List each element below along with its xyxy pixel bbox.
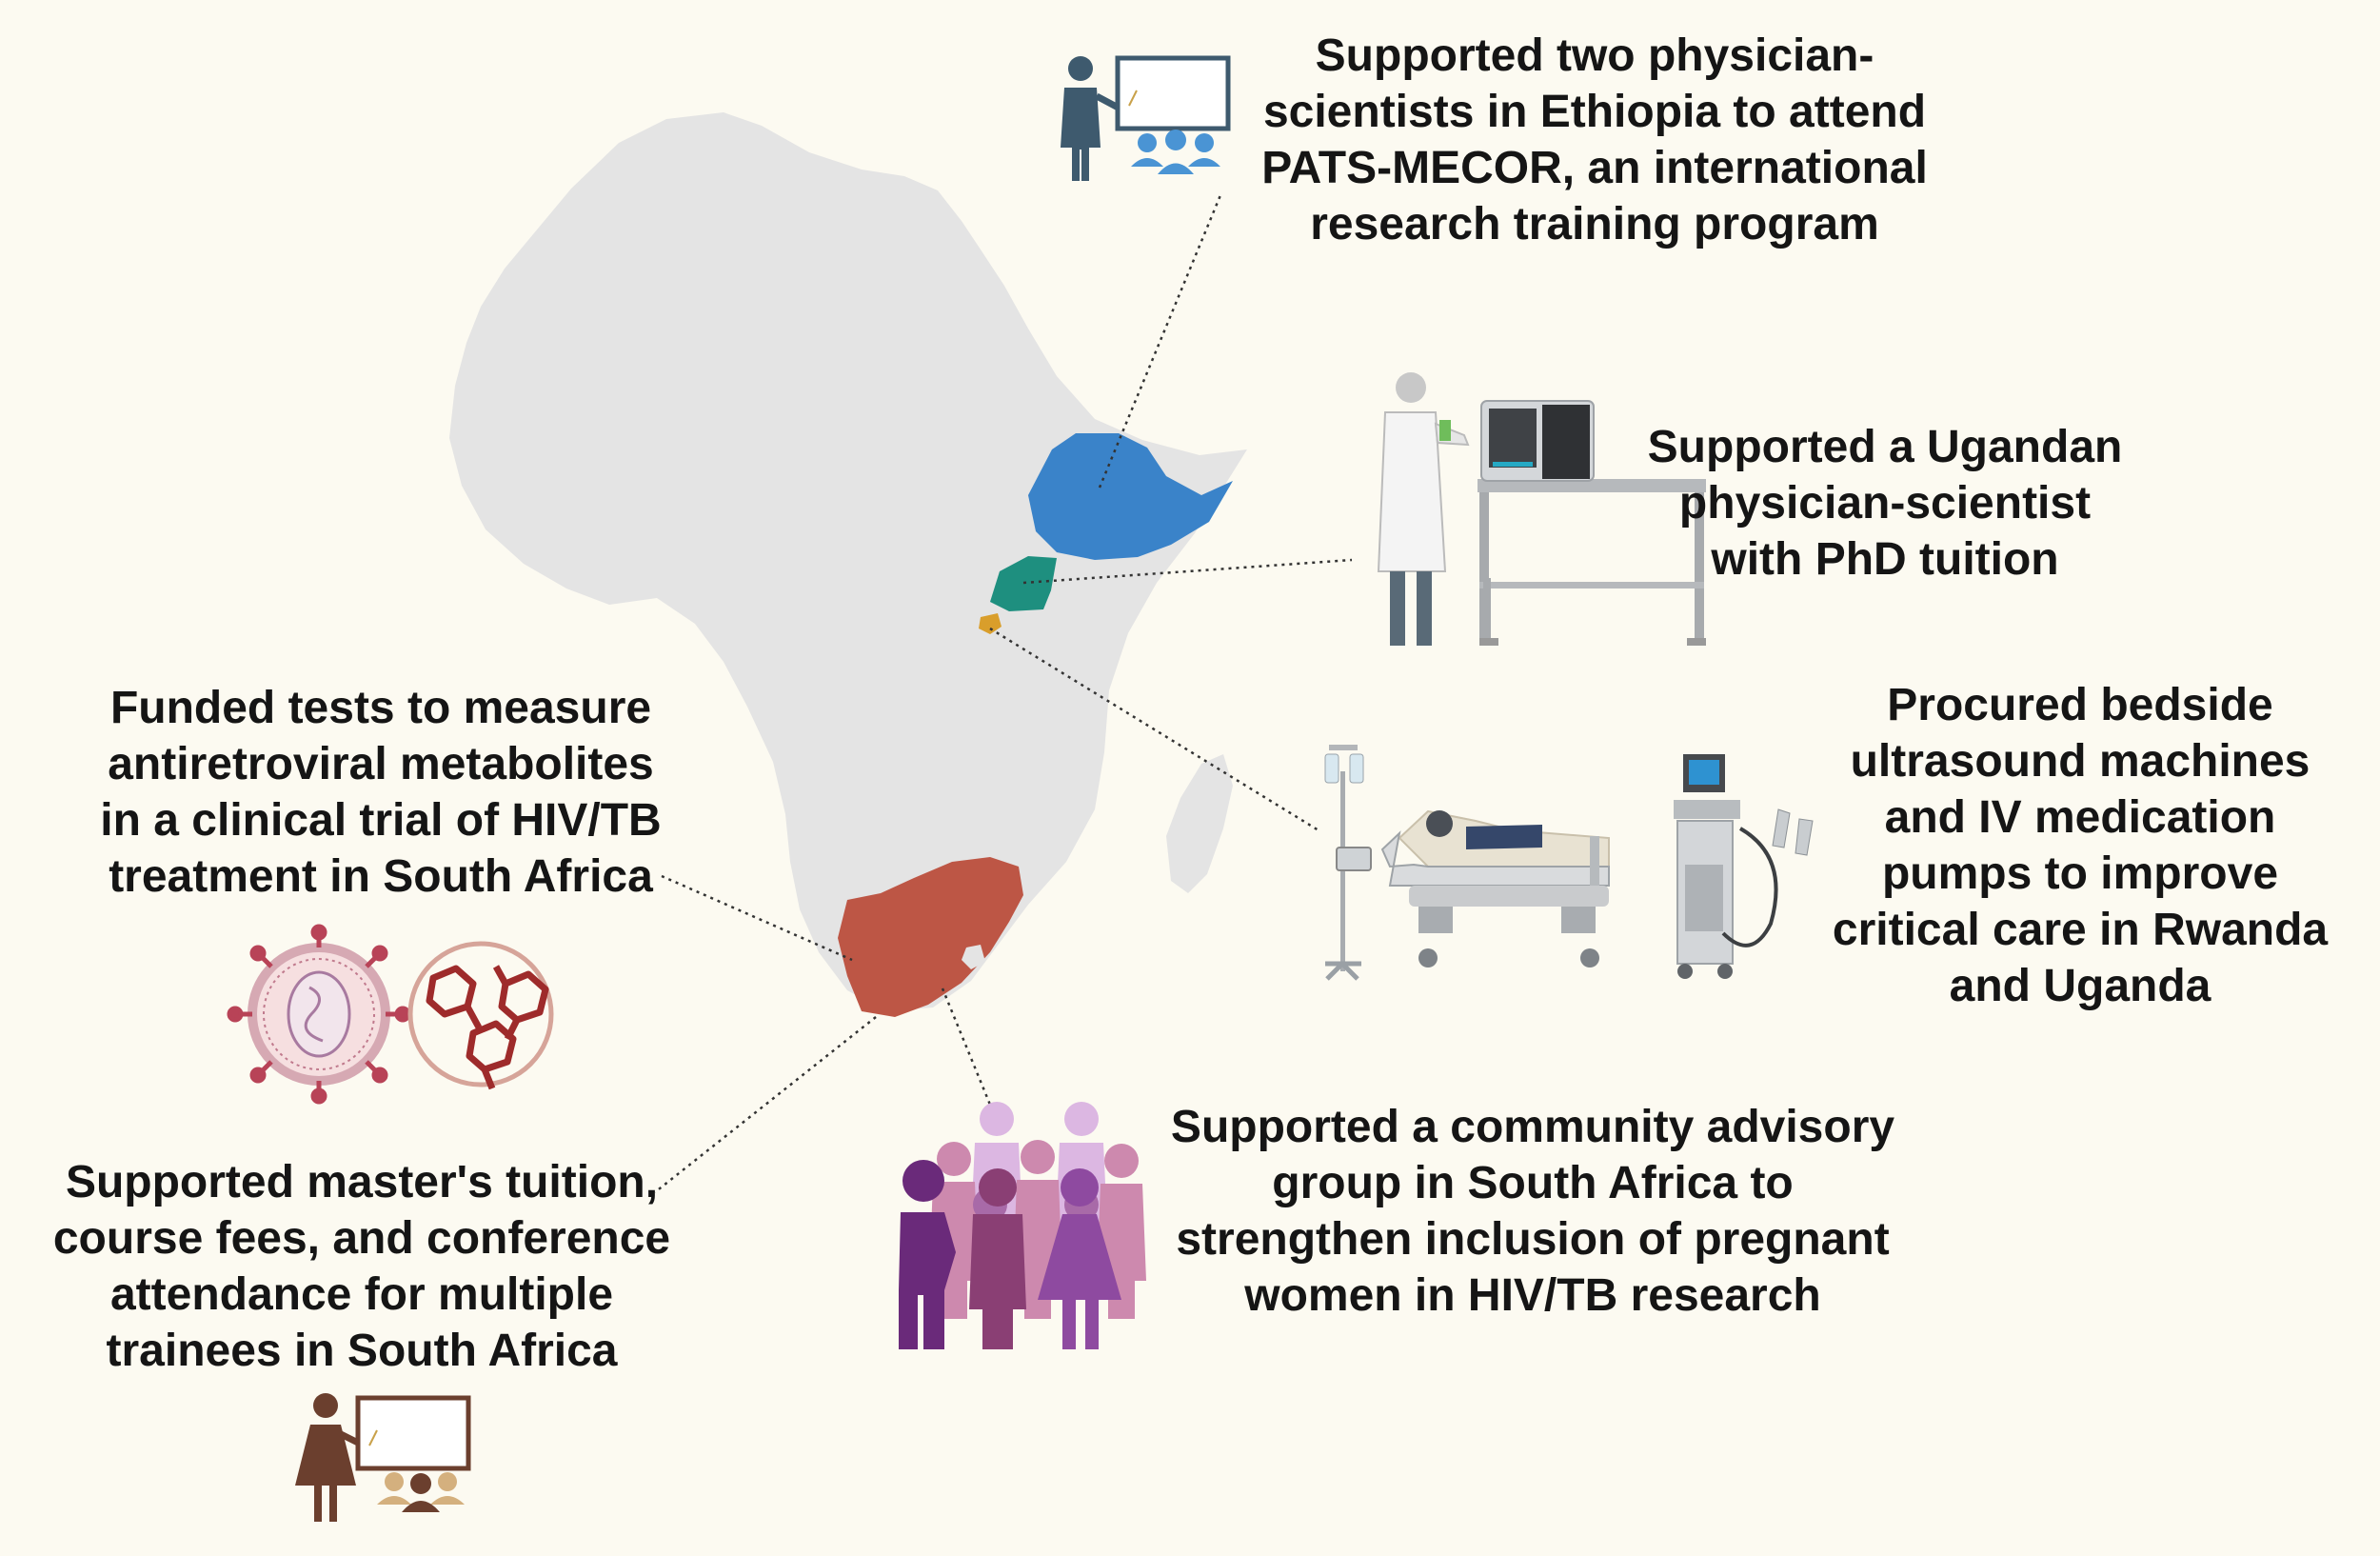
callout-ethiopia-line: Supported two physician- bbox=[1315, 30, 1874, 81]
callout-metabolites-line: Funded tests to measure bbox=[109, 683, 652, 733]
callout-community-line: Supported a community advisory bbox=[1170, 1102, 1895, 1152]
uganda-region bbox=[990, 556, 1057, 611]
rwanda-region bbox=[979, 613, 1002, 634]
callout-metabolites: Funded tests to measure antiretroviral m… bbox=[48, 680, 714, 905]
ethiopia-region bbox=[1028, 433, 1233, 560]
callout-uganda-phd-line: with PhD tuition bbox=[1711, 534, 2059, 585]
teacher-presentation-icon bbox=[1061, 55, 1231, 181]
callout-uganda-phd-line: physician-scientist bbox=[1678, 478, 2092, 529]
lab-scientist-icon bbox=[1377, 372, 1706, 646]
south-africa-region bbox=[838, 857, 1023, 1017]
callout-community: Supported a community advisory group in … bbox=[1152, 1099, 1914, 1324]
callout-uganda-phd-line: Supported a Ugandan bbox=[1647, 422, 2123, 472]
callout-critical-care: Procured bedside ultrasound machines and… bbox=[1814, 677, 2347, 1014]
callout-critical-care-line: critical care in Rwanda bbox=[1832, 905, 2329, 955]
callout-metabolites-line: antiretroviral metabolites bbox=[108, 739, 654, 789]
hospital-bed-ultrasound-icon bbox=[1324, 745, 1814, 981]
madagascar bbox=[1166, 754, 1233, 893]
connector-lines bbox=[654, 194, 1353, 1193]
callout-ethiopia-line: PATS-MECOR, an international bbox=[1261, 143, 1928, 193]
callout-masters-line: attendance for multiple bbox=[109, 1269, 614, 1320]
connector-masters bbox=[654, 1016, 877, 1193]
callout-masters-line: trainees in South Africa bbox=[106, 1326, 618, 1376]
virus-molecule-icon bbox=[227, 924, 554, 1105]
connector-rwanda bbox=[989, 627, 1319, 832]
africa-continent bbox=[449, 112, 1247, 1011]
callout-metabolites-line: treatment in South Africa bbox=[109, 851, 653, 902]
callout-community-line: women in HIV/TB research bbox=[1244, 1270, 1821, 1321]
callout-masters: Supported master's tuition, course fees,… bbox=[29, 1154, 695, 1379]
teacher-presentation-icon bbox=[295, 1393, 471, 1522]
callout-metabolites-line: in a clinical trial of HIV/TB bbox=[100, 795, 662, 846]
community-group-icon bbox=[899, 1102, 1146, 1349]
connector-ethiopia bbox=[1098, 194, 1222, 489]
callout-critical-care-line: pumps to improve bbox=[1881, 848, 2279, 899]
callout-community-line: strengthen inclusion of pregnant bbox=[1176, 1214, 1890, 1265]
callout-critical-care-line: and Uganda bbox=[1949, 961, 2211, 1011]
africa-map bbox=[449, 112, 1247, 1017]
callout-ethiopia: Supported two physician- scientists in E… bbox=[1242, 28, 1947, 252]
callout-ethiopia-line: scientists in Ethiopia to attend bbox=[1262, 87, 1927, 137]
callout-critical-care-line: and IV medication bbox=[1884, 792, 2276, 843]
lesotho-gap bbox=[962, 945, 985, 969]
callout-ethiopia-line: research training program bbox=[1310, 199, 1879, 249]
callout-masters-line: Supported master's tuition, bbox=[65, 1157, 659, 1207]
connector-community bbox=[941, 987, 992, 1106]
callout-masters-line: course fees, and conference bbox=[52, 1213, 671, 1264]
callout-critical-care-line: Procured bedside bbox=[1887, 680, 2273, 730]
callout-critical-care-line: ultrasound machines bbox=[1850, 736, 2311, 787]
connector-uganda bbox=[1022, 558, 1353, 585]
callout-community-line: group in South Africa to bbox=[1272, 1158, 1794, 1208]
callout-uganda-phd: Supported a Ugandan physician-scientist … bbox=[1580, 419, 2190, 588]
